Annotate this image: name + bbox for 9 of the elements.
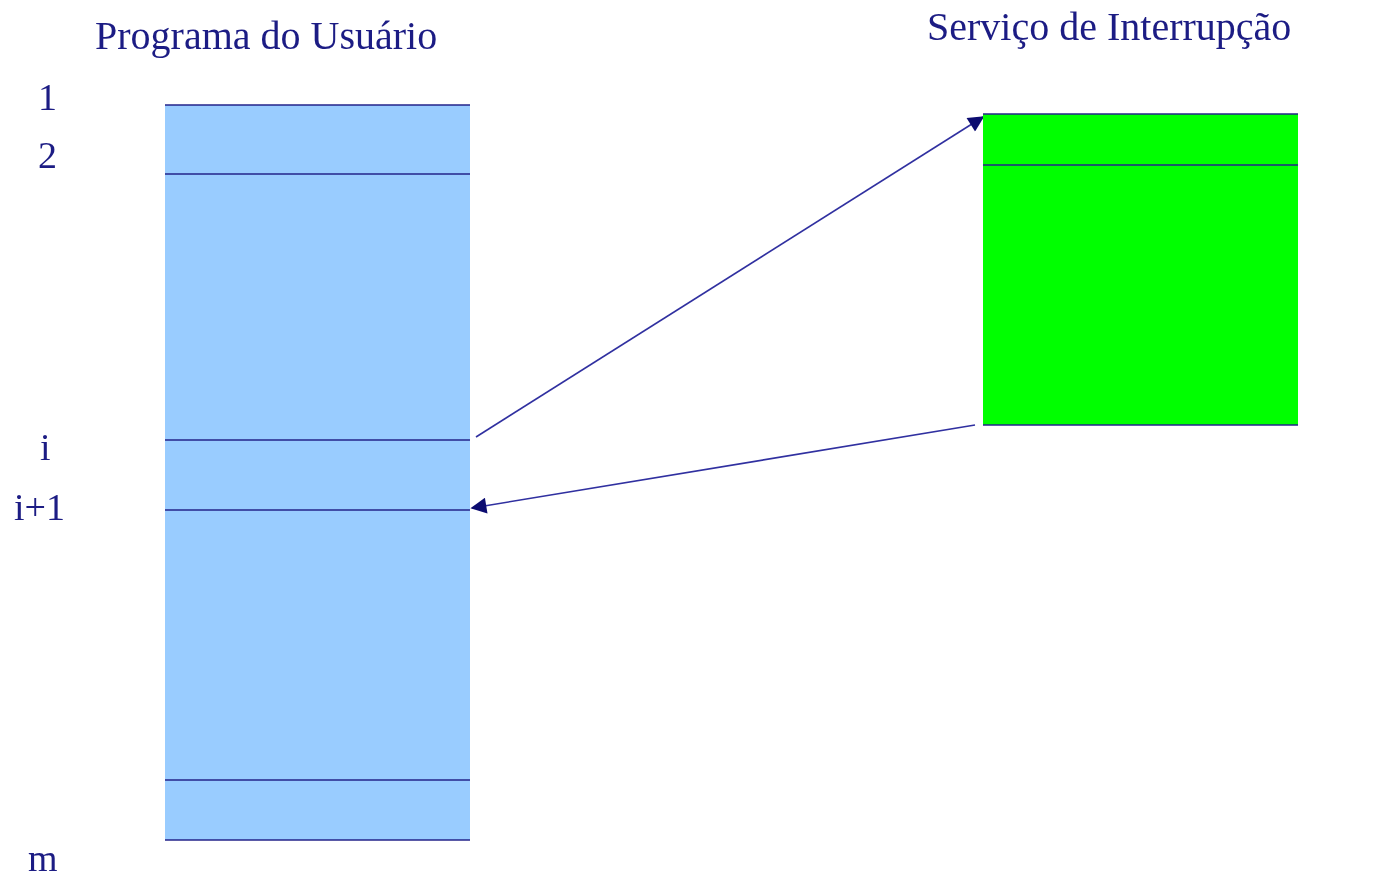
- row-number: 1: [38, 76, 57, 118]
- arrow: [475, 116, 985, 438]
- column-heading: Serviço de Interrupção: [927, 4, 1292, 50]
- row-number: m: [28, 837, 58, 874]
- row-number: 2: [38, 134, 57, 176]
- row-number: i+1: [14, 486, 65, 528]
- row-number: i: [40, 426, 51, 468]
- arrow: [470, 424, 976, 514]
- column-heading: Programa do Usuário: [95, 13, 438, 59]
